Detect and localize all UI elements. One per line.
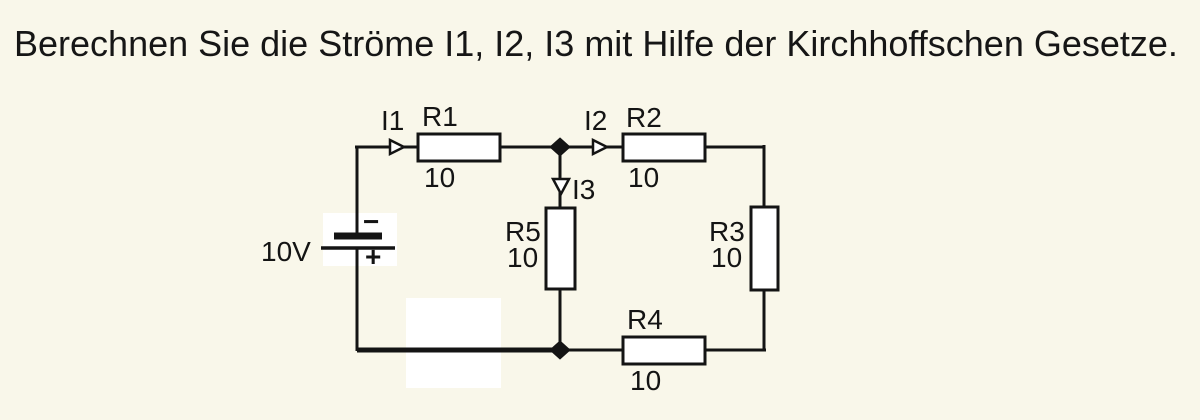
resistor-r4-body [621,335,707,366]
resistor-r1-value: 10 [424,162,455,193]
current-i3: I3 [550,174,595,205]
resistor-r4: R4 10 [621,304,707,396]
voltage-source: 10V − + [261,206,395,272]
current-i2: I2 [584,105,610,157]
current-i3-label: I3 [572,174,595,205]
current-arrow-i3-icon [550,177,572,197]
battery-plus-sign: + [365,241,381,272]
resistor-r4-label: R4 [627,304,663,335]
junction-dot-top [549,137,571,157]
resistor-r5-label: R5 [505,216,541,247]
resistor-r2-value: 10 [628,162,659,193]
resistor-r3-label: R3 [709,216,745,247]
resistor-r3-body [749,205,780,292]
battery-minus-sign: − [363,206,379,237]
current-arrow-i1-icon [388,137,407,157]
resistor-r1-label: R1 [422,101,458,132]
resistor-r2-label: R2 [626,102,662,133]
resistor-r5: R5 10 [505,206,577,291]
current-arrow-i2-icon [591,137,610,157]
current-i2-label: I2 [584,105,607,136]
resistor-r4-value: 10 [630,365,661,396]
resistor-r3-value: 10 [711,242,742,273]
resistor-r2-body [621,132,707,163]
resistor-r1: R1 10 [416,101,502,193]
resistor-r3: R3 10 [709,205,780,292]
white-patch-bottom [406,298,501,388]
junction-dot-bottom [549,340,571,360]
current-i1: I1 [381,105,407,157]
resistor-r5-body [544,206,577,291]
task-title: Berechnen Sie die Ströme I1, I2, I3 mit … [14,23,1178,64]
resistor-r2: R2 10 [621,102,707,193]
resistor-r5-value: 10 [507,242,538,273]
source-voltage-label: 10V [261,236,311,267]
resistor-r1-body [416,132,502,163]
current-i1-label: I1 [381,105,404,136]
